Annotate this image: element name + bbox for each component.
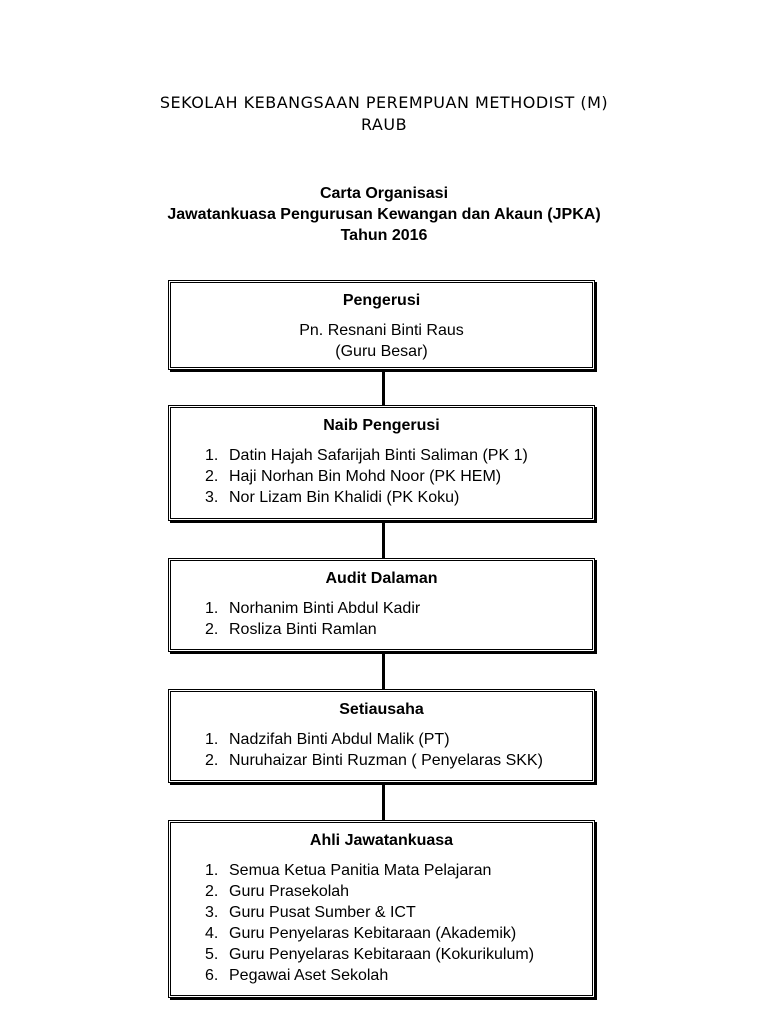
list-text: Norhanim Binti Abdul Kadir [229, 600, 421, 617]
list-item: 4. Guru Penyelaras Kebitaraan (Akademik) [205, 923, 592, 944]
school-title: SEKOLAH KEBANGSAAN PEREMPUAN METHODIST (… [0, 92, 768, 136]
naib-pengerusi-box: Naib Pengerusi 1. Datin Hajah Safarijah B… [168, 405, 595, 521]
list-number: 1. [205, 447, 219, 464]
list-text: Guru Pusat Sumber & ICT [229, 904, 416, 921]
audit-dalaman-list: 1. Norhanim Binti Abdul Kadir 2. Rosliza B… [171, 598, 592, 640]
naib-pengerusi-list: 1. Datin Hajah Safarijah Binti Saliman (P… [171, 445, 592, 508]
chart-title-line2: Jawatankuasa Pengurusan Kewangan dan Aka… [167, 206, 601, 223]
pengerusi-title: Pengerusi [342, 292, 421, 309]
naib-pengerusi-title: Naib Pengerusi [323, 417, 440, 434]
list-item: 2. Nuruhaizar Binti Ruzman ( Penyelaras S… [205, 750, 592, 771]
list-number: 6. [205, 967, 219, 984]
list-item: 1. Nadzifah Binti Abdul Malik (PT) [205, 729, 592, 750]
chart-title-line3: Tahun 2016 [340, 227, 428, 244]
school-title-line1: SEKOLAH KEBANGSAAN PEREMPUAN METHODIST (… [159, 93, 609, 112]
connector-line [382, 783, 385, 820]
list-text: Nor Lizam Bin Khalidi (PK Koku) [229, 489, 460, 506]
setiausaha-box: Setiausaha 1. Nadzifah Binti Abdul Malik … [168, 689, 595, 783]
list-item: 6. Pegawai Aset Sekolah [205, 965, 592, 986]
list-number: 2. [205, 883, 219, 900]
list-item: 3. Nor Lizam Bin Khalidi (PK Koku) [205, 487, 592, 508]
list-text: Nadzifah Binti Abdul Malik (PT) [229, 731, 450, 748]
chart-title: Carta Organisasi Jawatankuasa Pengurusan… [0, 183, 768, 246]
ahli-jawatankuasa-box: Ahli Jawatankuasa 1. Semua Ketua Panitia … [168, 820, 595, 998]
list-item: 1. Datin Hajah Safarijah Binti Saliman (P… [205, 445, 592, 466]
list-text: Pegawai Aset Sekolah [229, 967, 389, 984]
list-item: 2. Guru Prasekolah [205, 881, 592, 902]
list-text: Haji Norhan Bin Mohd Noor (PK HEM) [229, 468, 502, 485]
connector-line [382, 652, 385, 689]
list-number: 1. [205, 862, 219, 879]
school-title-line2: RAUB [360, 115, 408, 134]
list-number: 3. [205, 904, 219, 921]
list-number: 2. [205, 468, 219, 485]
list-item: 2. Haji Norhan Bin Mohd Noor (PK HEM) [205, 466, 592, 487]
connector-line [382, 370, 385, 405]
ahli-jawatankuasa-title: Ahli Jawatankuasa [309, 832, 454, 849]
list-item: 5. Guru Penyelaras Kebitaraan (Kokurikulu… [205, 944, 592, 965]
list-number: 1. [205, 731, 219, 748]
list-number: 1. [205, 600, 219, 617]
list-text: Semua Ketua Panitia Mata Pelajaran [229, 862, 492, 879]
audit-dalaman-box: Audit Dalaman 1. Norhanim Binti Abdul Kad… [168, 558, 595, 652]
setiausaha-title: Setiausaha [339, 701, 424, 718]
list-number: 4. [205, 925, 219, 942]
list-text: Guru Penyelaras Kebitaraan (Akademik) [229, 925, 517, 942]
connector-line [382, 521, 385, 558]
pengerusi-name: Pn. Resnani Binti Raus [299, 322, 464, 339]
setiausaha-list: 1. Nadzifah Binti Abdul Malik (PT) 2. Nuru… [171, 729, 592, 771]
list-text: Nuruhaizar Binti Ruzman ( Penyelaras SKK… [229, 752, 543, 769]
list-number: 2. [205, 752, 219, 769]
list-text: Guru Prasekolah [229, 883, 350, 900]
list-number: 5. [205, 946, 219, 963]
chart-title-line1: Carta Organisasi [319, 185, 449, 202]
list-number: 3. [205, 489, 219, 506]
list-item: 3. Guru Pusat Sumber & ICT [205, 902, 592, 923]
list-item: 2. Rosliza Binti Ramlan [205, 619, 592, 640]
list-text: Rosliza Binti Ramlan [229, 621, 377, 638]
list-text: Datin Hajah Safarijah Binti Saliman (PK … [229, 447, 528, 464]
list-text: Guru Penyelaras Kebitaraan (Kokurikulum) [229, 946, 535, 963]
pengerusi-box: Pengerusi Pn. Resnani Binti Raus (Guru B… [168, 280, 595, 370]
list-number: 2. [205, 621, 219, 638]
list-item: 1. Norhanim Binti Abdul Kadir [205, 598, 592, 619]
pengerusi-role: (Guru Besar) [335, 343, 428, 360]
audit-dalaman-title: Audit Dalaman [325, 570, 438, 587]
ahli-jawatankuasa-list: 1. Semua Ketua Panitia Mata Pelajaran 2. G… [171, 860, 592, 986]
list-item: 1. Semua Ketua Panitia Mata Pelajaran [205, 860, 592, 881]
